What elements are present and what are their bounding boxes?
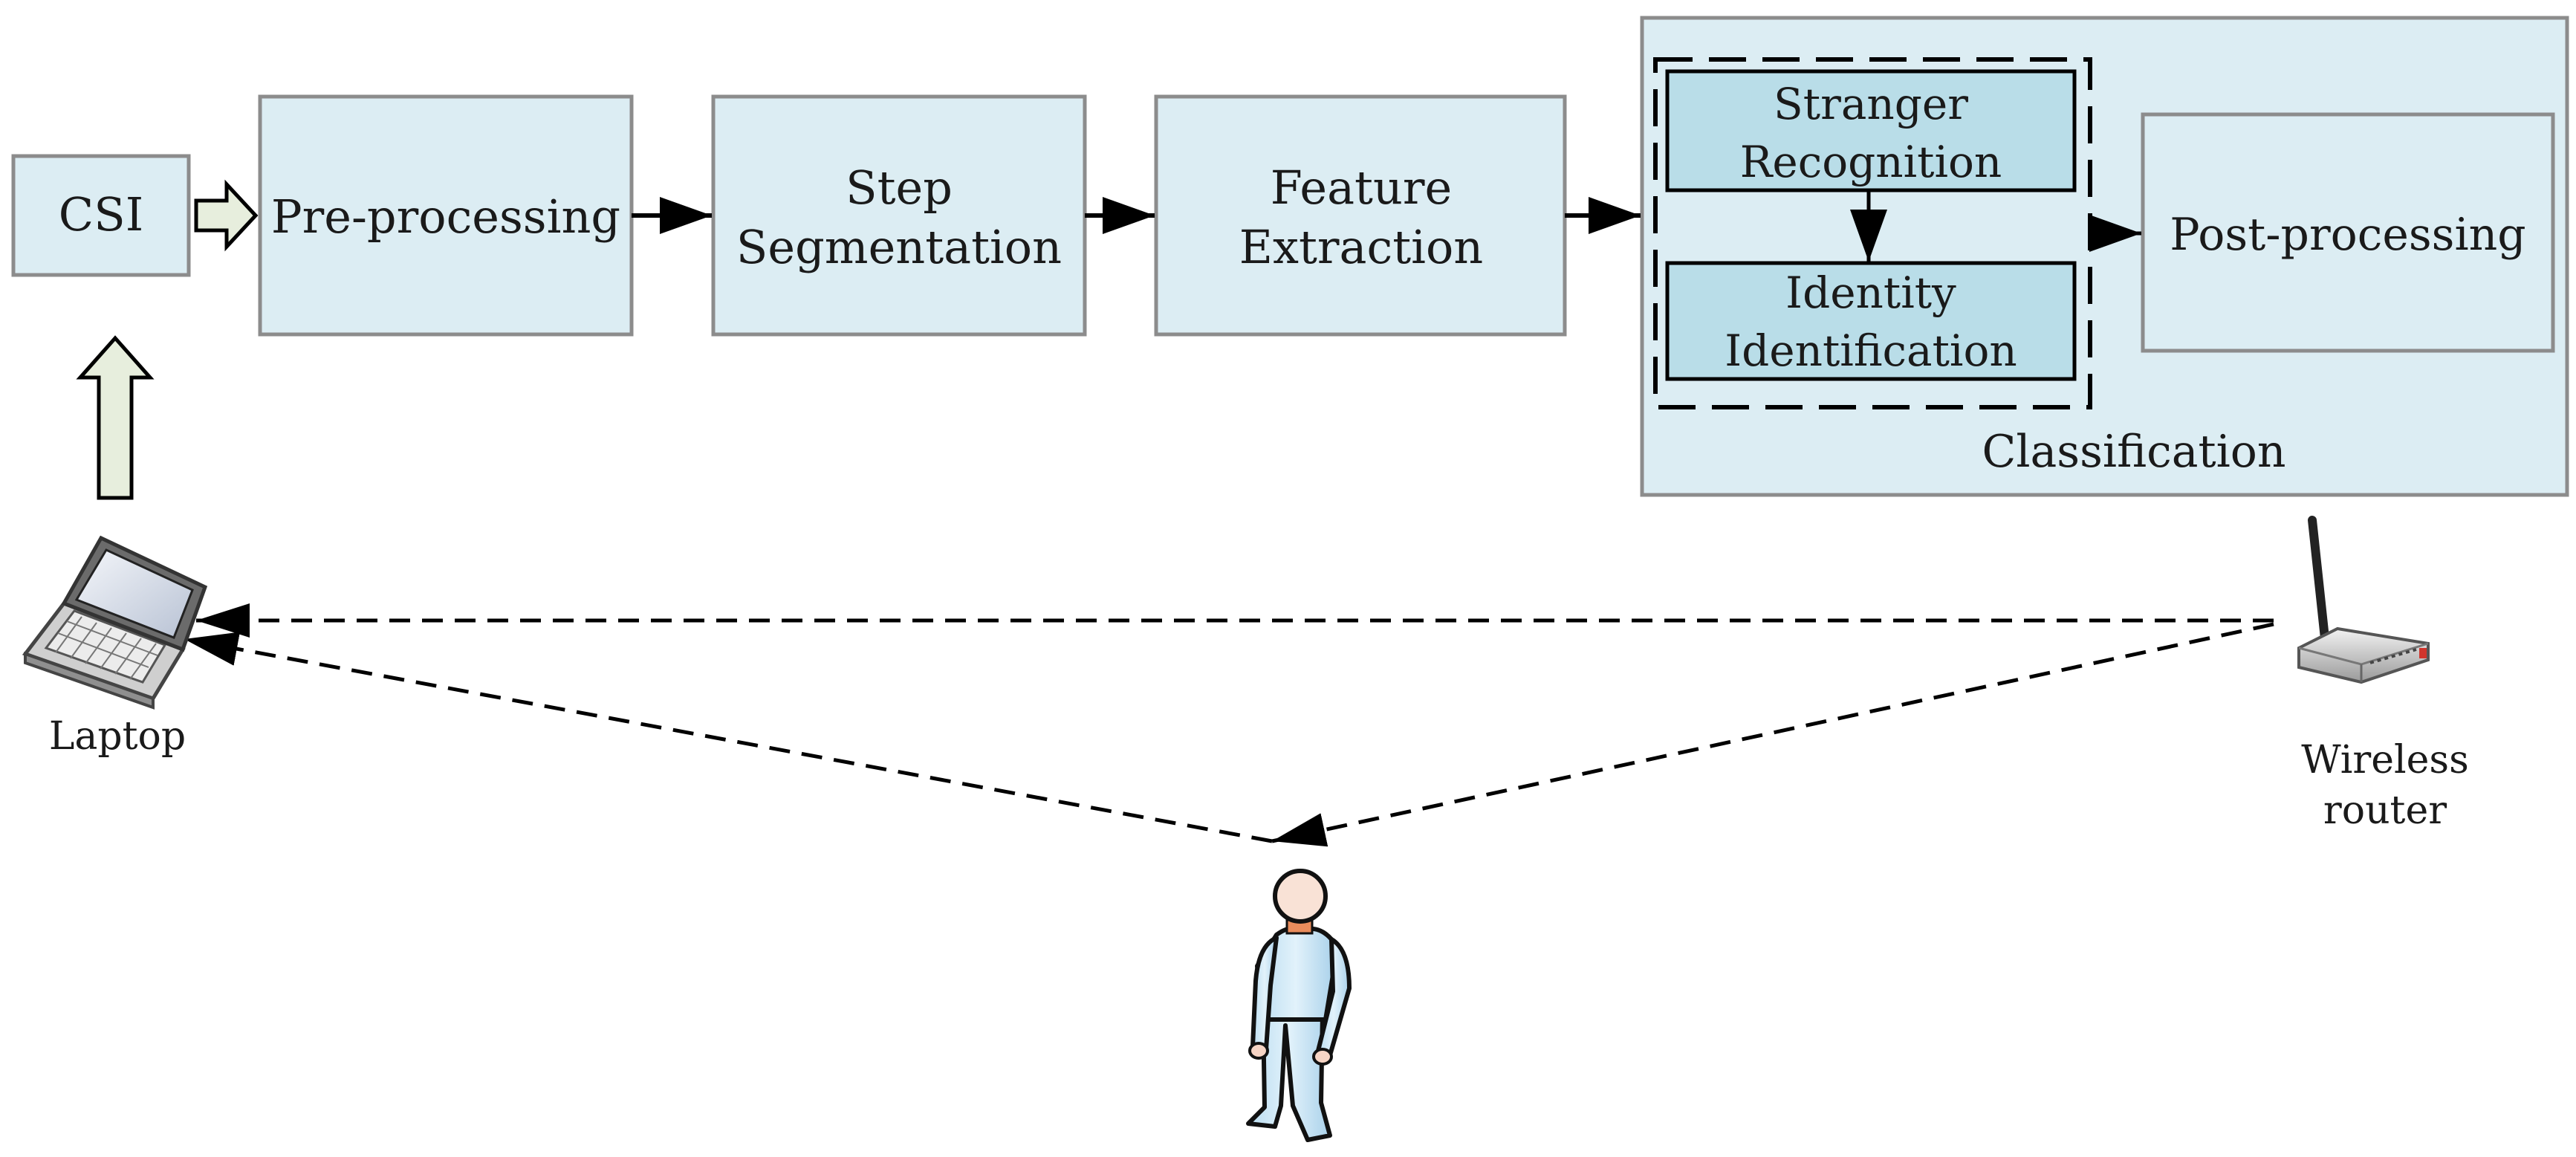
step-segmentation-box: Step Segmentation (711, 94, 1087, 337)
person-to-laptop-signal (184, 632, 1273, 843)
classification-box: Classification Stranger Recognition Iden… (1640, 16, 2569, 497)
laptop-icon (22, 535, 208, 710)
step-segmentation-label-line1: Step (846, 161, 953, 215)
preprocessing-label: Pre-processing (271, 189, 620, 244)
feature-extraction-label-line1: Feature (1271, 161, 1452, 215)
identity-identification-label-line1: Identity (1785, 268, 1956, 318)
postprocessing-box: Post-processing (2141, 112, 2555, 353)
csi-box: CSI (11, 154, 191, 277)
laptop-to-csi-arrow (76, 335, 155, 500)
classification-label: Classification (1982, 426, 2285, 478)
postprocessing-label: Post-processing (2170, 209, 2525, 261)
csi-label: CSI (59, 187, 143, 242)
csi-to-preprocessing-arrow (194, 179, 259, 252)
identity-identification-box: Identity Identification (1665, 261, 2077, 381)
identity-identification-label-line2: Identification (1725, 325, 2017, 376)
person-icon (1246, 869, 1352, 1142)
preprocessing-box: Pre-processing (258, 94, 634, 337)
feature-extraction-label-line2: Extraction (1239, 220, 1483, 274)
stranger-recognition-box: Stranger Recognition (1665, 69, 2077, 192)
step-segmentation-label-line2: Segmentation (736, 220, 1062, 274)
router-label-line2: router (2323, 788, 2447, 833)
feature-extraction-box: Feature Extraction (1154, 94, 1567, 337)
stranger-recognition-label-line1: Stranger (1774, 79, 1968, 129)
stranger-recognition-label-line2: Recognition (1740, 137, 2002, 187)
laptop-label: Laptop (49, 714, 186, 759)
wireless-router-icon (2297, 516, 2430, 684)
router-to-person-signal (1271, 622, 2274, 847)
router-label-line1: Wireless (2301, 738, 2469, 782)
